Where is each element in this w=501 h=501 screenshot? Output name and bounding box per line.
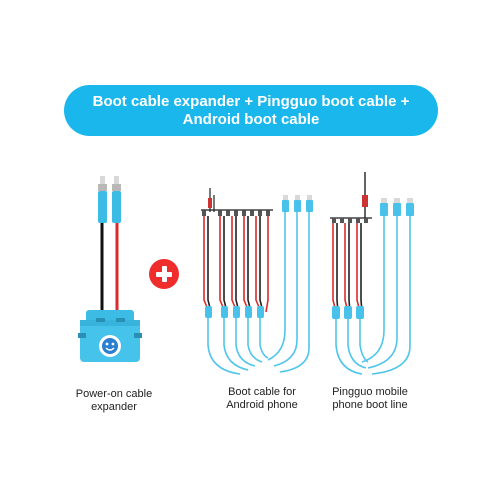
- plus-icon: [149, 259, 179, 289]
- caption-pingguo-line-2: phone boot line: [332, 399, 408, 411]
- caption-android: Boot cable for Android phone: [214, 386, 310, 412]
- caption-expander-line-2: expander: [91, 401, 137, 413]
- banana-plug-red: [112, 176, 121, 223]
- caption-android-line-1: Boot cable for: [228, 386, 296, 398]
- title-banner: Boot cable expander + Pingguo boot cable…: [64, 85, 438, 136]
- caption-expander: Power-on cable expander: [66, 388, 162, 414]
- android-boot-cable-image: [201, 188, 313, 375]
- caption-pingguo-line-1: Pingguo mobile: [332, 386, 408, 398]
- title-line-2: Android boot cable: [182, 110, 320, 128]
- smiley-logo-icon: [99, 335, 121, 357]
- caption-android-line-2: Android phone: [226, 399, 298, 411]
- power-on-cable-expander-image: [78, 176, 142, 362]
- caption-pingguo: Pingguo mobile phone boot line: [320, 386, 420, 412]
- pingguo-boot-line-image: [330, 172, 414, 375]
- title-line-1: Boot cable expander + Pingguo boot cable…: [92, 92, 410, 110]
- banana-plug-black: [98, 176, 107, 223]
- caption-expander-line-1: Power-on cable: [75, 388, 153, 400]
